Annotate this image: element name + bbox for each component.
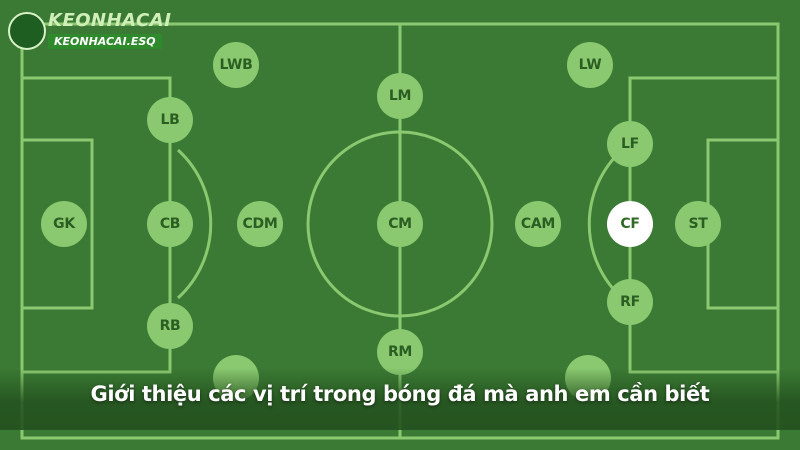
center-circle xyxy=(306,130,494,318)
position-rm: RM xyxy=(377,329,423,375)
logo-tagline: KEONHACAI.ESQ xyxy=(48,34,162,49)
logo-brand-text: KEONHACAI xyxy=(48,10,172,31)
position-lw: LW xyxy=(567,42,613,88)
position-cf: CF xyxy=(607,201,653,247)
position-st: ST xyxy=(675,201,721,247)
position-rf: RF xyxy=(607,279,653,325)
position-rb: RB xyxy=(147,303,193,349)
position-cm: CM xyxy=(377,201,423,247)
site-logo: KEONHACAI KEONHACAI.ESQ xyxy=(8,8,208,52)
position-cam: CAM xyxy=(515,201,561,247)
position-cdm: CDM xyxy=(237,201,283,247)
left-penalty-arc xyxy=(176,148,213,300)
right-penalty-arc xyxy=(587,148,624,300)
left-goal-box xyxy=(22,138,94,310)
position-gk: GK xyxy=(41,201,87,247)
position-lwb: LWB xyxy=(213,42,259,88)
caption-background xyxy=(0,368,800,430)
position-lf: LF xyxy=(607,121,653,167)
soccer-ball-icon xyxy=(8,12,46,50)
position-lb: LB xyxy=(147,97,193,143)
caption-title: Giới thiệu các vị trí trong bóng đá mà a… xyxy=(90,382,710,406)
position-cb: CB xyxy=(147,201,193,247)
position-lm: LM xyxy=(377,73,423,119)
